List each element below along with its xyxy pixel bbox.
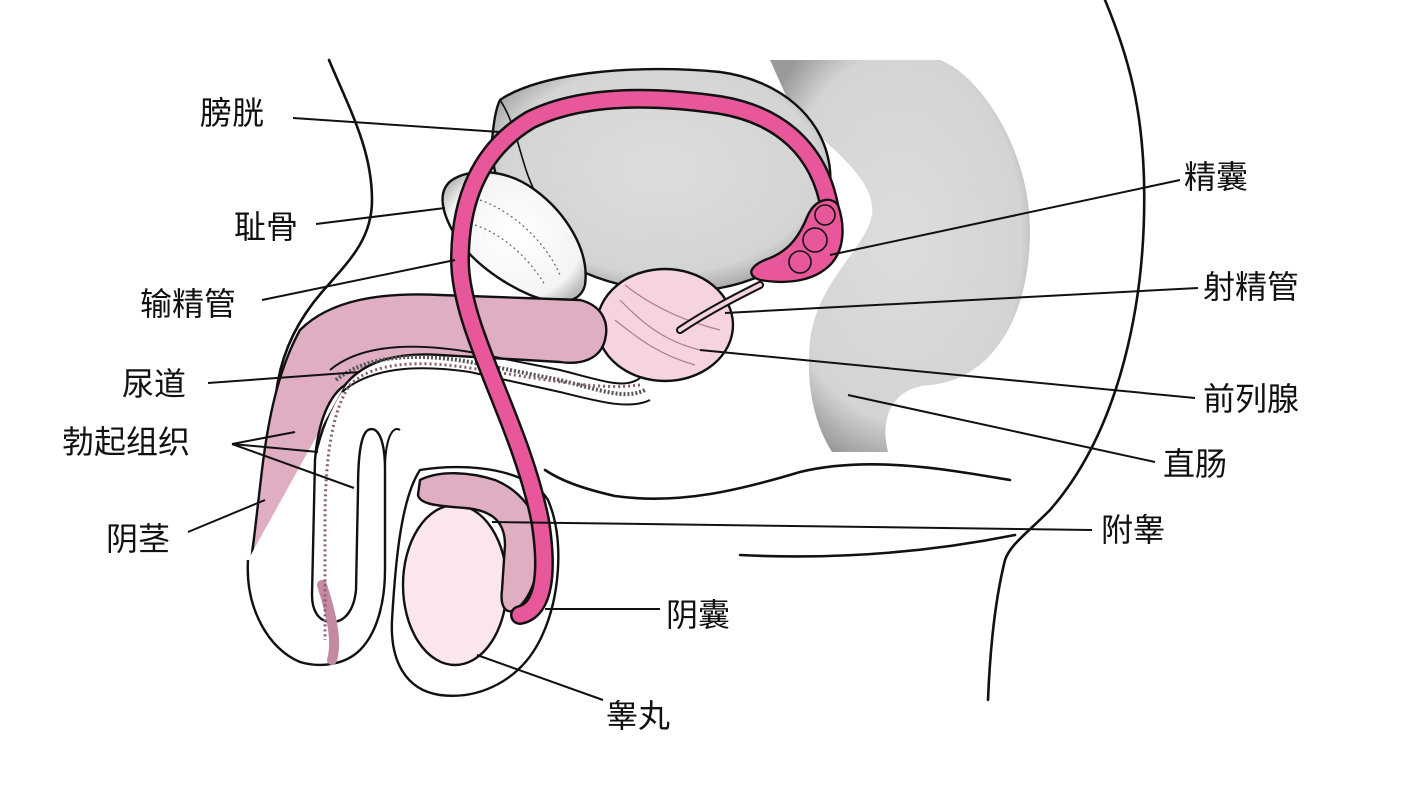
leader-pubic-bone: [315, 207, 446, 225]
seminal-vesicle: [750, 198, 844, 284]
leader-lines: [187, 117, 1199, 701]
prostate: [595, 267, 735, 383]
labels: 膀胱 耻骨 输精管 尿道 勃起组织 阴茎 精囊 射精管 前列腺 直肠 附睾 阴囊…: [62, 94, 1299, 735]
label-seminal-vesicle: 精囊: [1184, 158, 1248, 196]
label-urethra: 尿道: [122, 365, 186, 403]
leader-ejaculatory-duct: [724, 287, 1199, 314]
testis: [401, 503, 509, 667]
leader-urethra: [207, 371, 361, 384]
leader-seminal-vesicle: [829, 179, 1181, 256]
label-ejaculatory-duct: 射精管: [1203, 268, 1299, 306]
label-bladder: 膀胱: [200, 94, 264, 132]
label-pubic-bone: 耻骨: [234, 208, 298, 246]
leader-epididymis: [491, 521, 1093, 531]
leader-penis: [187, 499, 266, 533]
leader-bladder: [292, 117, 501, 133]
leader-erectile-c: [231, 443, 355, 489]
label-erectile-tissue: 勃起组织: [62, 423, 190, 461]
penis: [246, 384, 401, 667]
leader-erectile-a: [231, 431, 296, 445]
leader-testis: [476, 654, 604, 701]
label-vas-deferens: 输精管: [140, 285, 236, 323]
label-scrotum: 阴囊: [666, 596, 730, 634]
label-penis: 阴茎: [106, 520, 170, 558]
leader-erectile-b: [231, 443, 319, 453]
leader-rectum: [847, 394, 1156, 463]
label-prostate: 前列腺: [1203, 380, 1299, 418]
leader-prostate: [699, 349, 1196, 399]
label-testis: 睾丸: [606, 697, 670, 735]
vas-deferens: [449, 88, 840, 625]
label-rectum: 直肠: [1163, 445, 1227, 483]
leader-vas-deferens: [261, 259, 456, 301]
urethra: [323, 362, 641, 640]
rectum: [770, 60, 1030, 452]
label-epididymis: 附睾: [1101, 511, 1165, 549]
